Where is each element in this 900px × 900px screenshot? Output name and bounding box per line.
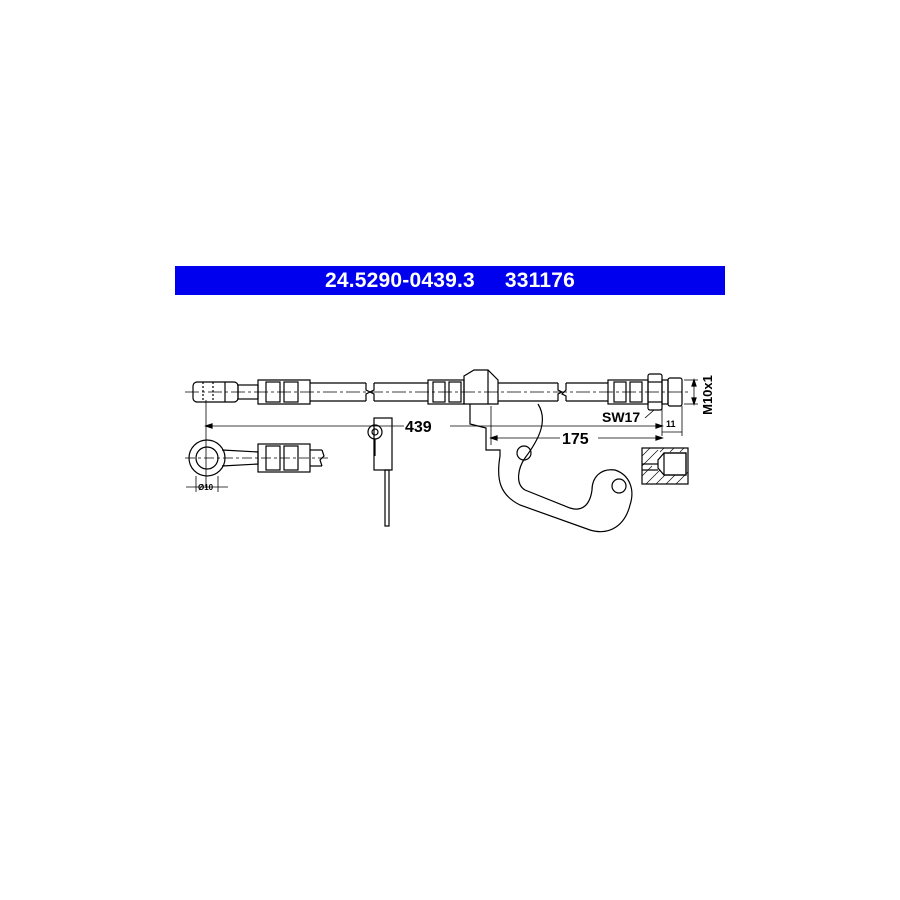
thread-label: M10x1 <box>700 375 715 415</box>
hose-top-view <box>185 369 690 411</box>
retaining-clip <box>367 417 393 527</box>
thread-length-label: 11 <box>666 419 676 429</box>
thread-port-section <box>641 447 689 485</box>
overall-length-label: 439 <box>405 419 432 436</box>
article-number: 24.5290-0439.3 <box>324 268 475 292</box>
reference-number: 331176 <box>504 268 576 292</box>
part-number-banner: 24.5290-0439.3 331176 <box>175 266 725 295</box>
eye-diameter-label: Ø10 <box>198 483 214 492</box>
banjo-eye-view <box>185 439 328 492</box>
mounting-bracket <box>469 403 633 533</box>
bracket-distance-label: 175 <box>562 431 589 448</box>
wrench-size-label: SW17 <box>602 409 640 425</box>
thread-dimension <box>684 378 698 406</box>
